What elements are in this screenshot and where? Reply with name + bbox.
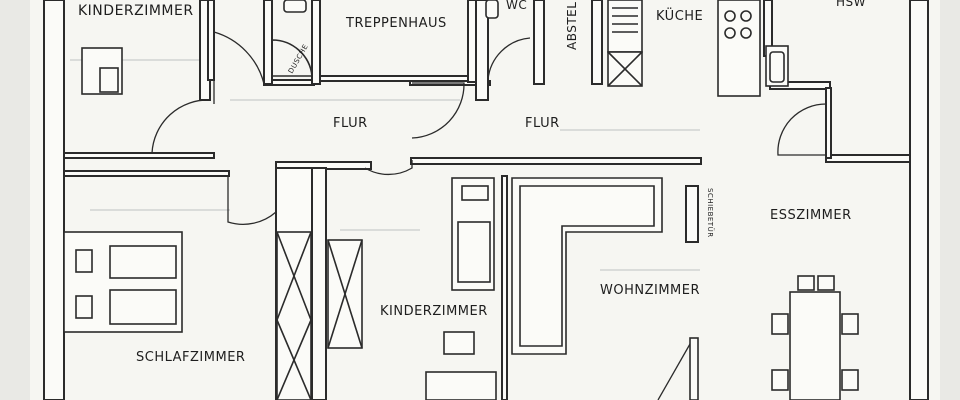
kitchen-units — [607, 0, 789, 97]
sliding-doors — [689, 337, 699, 400]
kids-room-furniture — [425, 177, 497, 400]
sofa — [511, 177, 663, 355]
wardrobes — [276, 231, 363, 400]
room-label-abstell: ABSTEL — [565, 2, 579, 50]
room-label-flur-right: FLUR — [525, 116, 560, 131]
room-label-schlafzimmer: SCHLAFZIMMER — [136, 350, 245, 365]
annotation-schiebetuer: SCHIEBETÜR — [706, 188, 715, 238]
room-label-esszimmer: ESSZIMMER — [770, 208, 852, 223]
room-label-flur-left: FLUR — [333, 116, 368, 131]
room-label-wc: WC — [506, 0, 527, 12]
room-label-kinderzimmer-top: KINDERZIMMER — [78, 3, 194, 19]
bedroom-furniture — [63, 47, 183, 333]
dining-table — [771, 275, 859, 400]
room-label-hsw: HSW — [836, 0, 866, 9]
sanitary-fixtures — [271, 0, 499, 77]
exterior-walls — [43, 0, 929, 400]
door-swings — [151, 31, 827, 400]
room-label-wohnzimmer: WOHNZIMMER — [600, 283, 700, 298]
room-label-treppenhaus: TREPPENHAUS — [345, 16, 447, 31]
room-label-kueche: KÜCHE — [656, 7, 703, 24]
room-label-kinderzimmer-bottom: KINDERZIMMER — [380, 304, 488, 319]
